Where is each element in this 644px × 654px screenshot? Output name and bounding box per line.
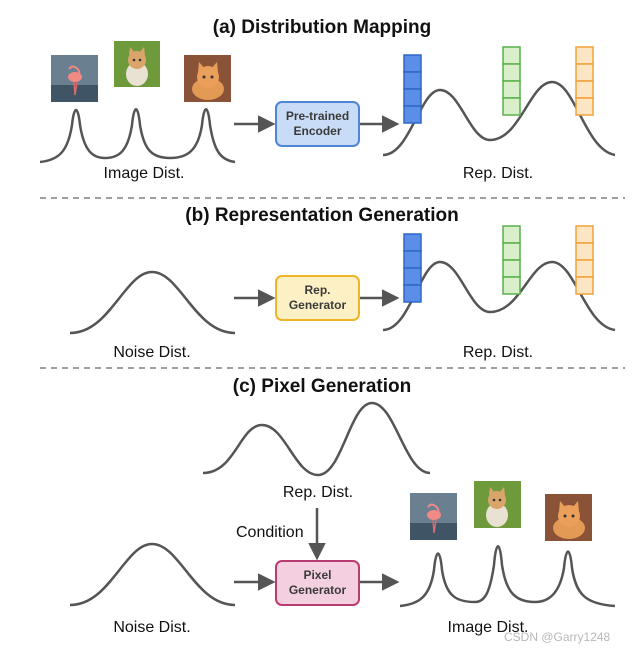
blue-vector-a bbox=[403, 54, 422, 124]
rep-dist-label-c: Rep. Dist. bbox=[282, 484, 354, 501]
kitten-in-grass-image-a bbox=[114, 41, 160, 87]
kitten-in-grass-image-c bbox=[474, 481, 521, 528]
rep-generator-label: Rep. Generator bbox=[288, 283, 347, 312]
representation-distribution-curve-b bbox=[382, 260, 616, 332]
pre-trained-encoder-box: Pre-trained Encoder bbox=[275, 101, 360, 147]
condition-label: Condition bbox=[236, 524, 304, 541]
pre-trained-encoder-label: Pre-trained Encoder bbox=[285, 109, 350, 138]
section-b-title: (b) Representation Generation bbox=[185, 205, 459, 226]
rep-dist-label-b: Rep. Dist. bbox=[462, 344, 534, 361]
green-vector-a bbox=[502, 46, 521, 116]
image-distribution-curve-c bbox=[399, 545, 616, 608]
flamingo-image-a bbox=[51, 55, 98, 102]
image-dist-label-a: Image Dist. bbox=[103, 165, 185, 182]
noise-dist-label-c: Noise Dist. bbox=[113, 619, 191, 636]
orange-kitten-image-a bbox=[184, 55, 231, 102]
green-vector-b bbox=[502, 225, 521, 295]
section-a-title: (a) Distribution Mapping bbox=[212, 17, 432, 38]
orange-kitten-image-c bbox=[545, 494, 592, 541]
representation-distribution-curve-a bbox=[382, 80, 616, 157]
noise-dist-label-b: Noise Dist. bbox=[113, 344, 191, 361]
watermark-text: CSDN @Garry1248 bbox=[504, 630, 611, 644]
image-distribution-curve-a bbox=[39, 108, 236, 164]
blue-vector-b bbox=[403, 233, 422, 303]
pixel-generator-label: Pixel Generator bbox=[288, 568, 347, 597]
representation-distribution-curve-c bbox=[202, 401, 431, 477]
orange-vector-a bbox=[575, 46, 594, 116]
pixel-generator-box: Pixel Generator bbox=[275, 560, 360, 606]
orange-vector-b bbox=[575, 225, 594, 295]
flamingo-image-c bbox=[410, 493, 457, 540]
image-dist-label-c: Image Dist. bbox=[447, 619, 529, 636]
rep-dist-label-a: Rep. Dist. bbox=[462, 165, 534, 182]
noise-distribution-curve-b bbox=[69, 270, 236, 335]
rep-generator-box: Rep. Generator bbox=[275, 275, 360, 321]
section-c-title: (c) Pixel Generation bbox=[232, 376, 412, 397]
noise-distribution-curve-c bbox=[69, 542, 236, 607]
